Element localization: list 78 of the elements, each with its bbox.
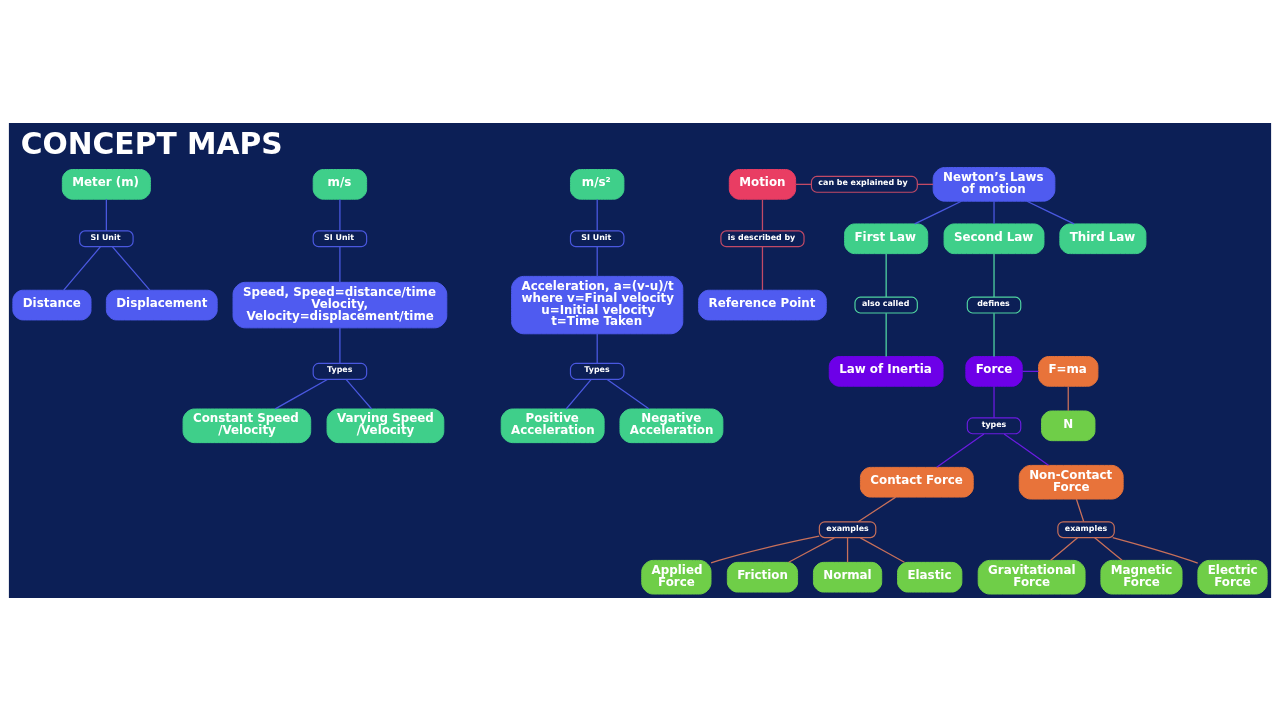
node-box: can be explained by bbox=[810, 175, 918, 193]
node-box: Contact Force bbox=[859, 466, 974, 498]
diagram-title: CONCEPT MAPS bbox=[20, 125, 283, 161]
connector bbox=[596, 332, 598, 364]
node-box: Distance bbox=[12, 289, 92, 320]
node-box: also called bbox=[854, 296, 918, 314]
connector bbox=[1050, 536, 1079, 561]
connector bbox=[761, 198, 764, 231]
connector bbox=[596, 198, 598, 231]
node-box: SI Unit bbox=[312, 229, 368, 247]
node-box: m/s² bbox=[570, 168, 625, 200]
node-box: Types bbox=[569, 362, 625, 380]
connector bbox=[885, 312, 887, 357]
node-box: Non-Contact Force bbox=[1018, 464, 1124, 500]
node-box: Meter (m) bbox=[61, 168, 151, 200]
connector bbox=[1003, 432, 1050, 466]
node-box: Normal bbox=[812, 561, 883, 593]
node-box: Applied Force bbox=[641, 559, 712, 595]
node-box: Magnetic Force bbox=[1100, 559, 1183, 595]
node-box: Reference Point bbox=[698, 289, 827, 320]
connector bbox=[914, 200, 962, 225]
node-box: Constant Speed /Velocity bbox=[182, 408, 312, 443]
connector bbox=[993, 252, 995, 298]
node-box: examples bbox=[1057, 520, 1115, 538]
node-box: SI Unit bbox=[569, 229, 625, 247]
node-box: Speed, Speed=distance/time Velocity, Velocity=displacement/time bbox=[232, 281, 448, 328]
connector bbox=[788, 536, 835, 563]
node-box: Second Law bbox=[943, 222, 1045, 254]
connector bbox=[606, 378, 650, 409]
connector bbox=[1075, 498, 1085, 522]
node-box: Third Law bbox=[1059, 222, 1147, 254]
node-box: examples bbox=[818, 520, 877, 538]
connector bbox=[1026, 200, 1075, 225]
node-box: m/s bbox=[312, 168, 368, 200]
node-box: First Law bbox=[844, 222, 929, 254]
connector bbox=[710, 535, 820, 564]
connector bbox=[63, 245, 101, 291]
connector bbox=[345, 378, 373, 410]
node-box: Friction bbox=[726, 561, 799, 593]
connector bbox=[105, 198, 107, 231]
connector bbox=[565, 378, 592, 410]
connector bbox=[857, 495, 897, 522]
node-box: F=ma bbox=[1038, 355, 1099, 387]
connector bbox=[111, 245, 151, 291]
node-box: Force bbox=[965, 355, 1023, 387]
connector bbox=[993, 385, 995, 418]
connector bbox=[339, 198, 341, 231]
node-box: Newton’s Laws of motion bbox=[932, 166, 1056, 202]
node-box: Acceleration, a=(v-u)/t where v=Final velocity u=Initial velocity t=Time Taken bbox=[511, 275, 684, 334]
connector bbox=[596, 245, 598, 277]
node-box: is described by bbox=[720, 229, 805, 247]
connector bbox=[274, 378, 328, 409]
connector bbox=[1112, 536, 1199, 564]
connector bbox=[885, 252, 887, 298]
connector bbox=[1094, 536, 1123, 561]
node-box: Positive Acceleration bbox=[500, 408, 605, 443]
node-box: Motion bbox=[728, 168, 797, 200]
node-box: N bbox=[1041, 409, 1096, 441]
node-box: types bbox=[966, 416, 1022, 434]
node-box: Electric Force bbox=[1197, 559, 1268, 595]
connector bbox=[1067, 385, 1069, 411]
node-box: Law of Inertia bbox=[828, 355, 944, 387]
node-box: Negative Acceleration bbox=[619, 408, 724, 443]
node-box: Displacement bbox=[105, 289, 218, 320]
node-box: Elastic bbox=[897, 561, 963, 593]
connector bbox=[339, 245, 341, 283]
node-box: Varying Speed /Velocity bbox=[326, 408, 445, 443]
node-box: defines bbox=[966, 296, 1022, 314]
connector bbox=[339, 326, 341, 364]
connector bbox=[859, 536, 906, 563]
node-box: Gravitational Force bbox=[977, 559, 1086, 595]
connector bbox=[846, 536, 849, 563]
node-box: Types bbox=[312, 362, 368, 380]
connector bbox=[761, 245, 764, 291]
node-box: SI Unit bbox=[79, 229, 134, 247]
connector bbox=[936, 432, 985, 468]
connector bbox=[993, 200, 995, 224]
connector bbox=[993, 312, 995, 357]
